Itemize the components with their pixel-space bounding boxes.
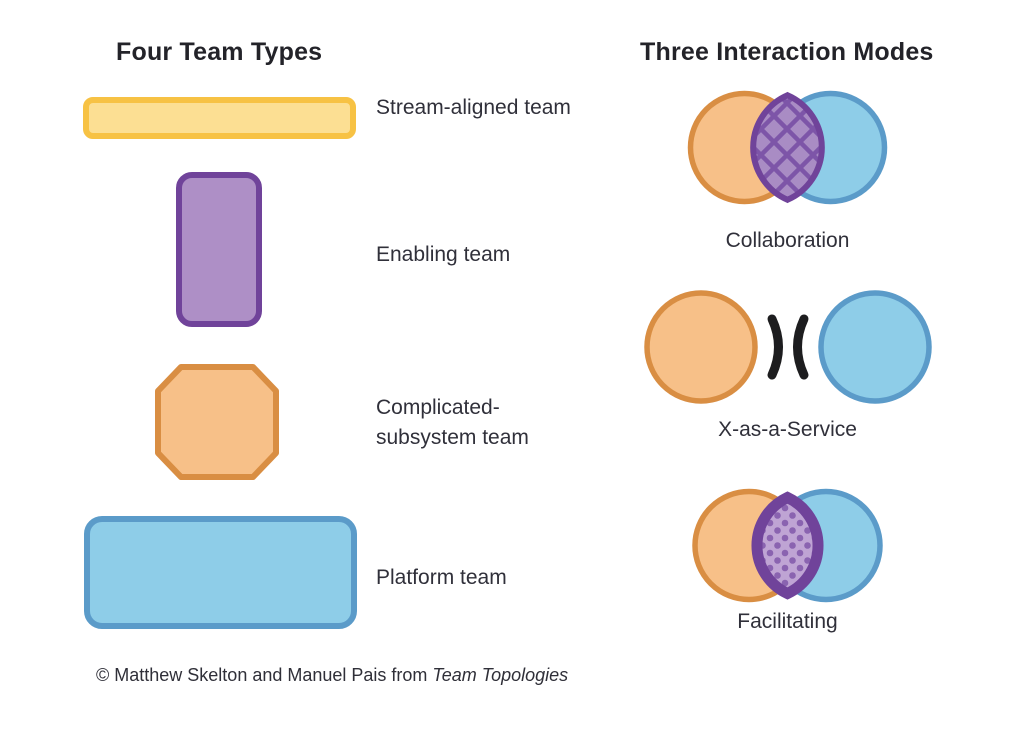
right-column-title: Three Interaction Modes: [640, 38, 934, 66]
figure-facilitating: [686, 484, 889, 612]
shape-complicated-subsystem-team: [155, 364, 279, 480]
label-facilitating: Facilitating: [737, 610, 838, 633]
figure-x-as-a-service: [643, 287, 933, 412]
label-platform-team: Platform team: [376, 566, 507, 589]
attribution-line: © Matthew Skelton and Manuel Pais from T…: [96, 665, 568, 686]
label-x-as-a-service: X-as-a-Service: [718, 418, 857, 441]
attribution-prefix: © Matthew Skelton and Manuel Pais from: [96, 665, 433, 685]
xaas-bracket-connector: [767, 314, 809, 380]
left-column-title: Four Team Types: [116, 38, 323, 66]
shape-stream-aligned-team: [83, 97, 356, 139]
shape-enabling-team: [176, 172, 262, 327]
label-enabling-team: Enabling team: [376, 243, 511, 266]
label-stream-aligned-team: Stream-aligned team: [376, 96, 571, 119]
label-complicated-subsystem-team: Complicated-subsystem team: [376, 396, 529, 449]
label-collaboration: Collaboration: [725, 229, 850, 252]
attribution-book-title: Team Topologies: [432, 665, 569, 685]
shape-platform-team: [84, 516, 357, 629]
figure-collaboration: [686, 86, 889, 214]
